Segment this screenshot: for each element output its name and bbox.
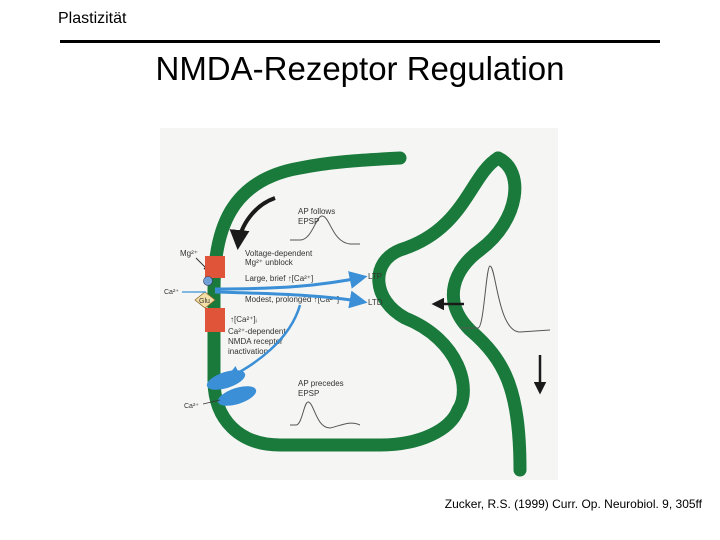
channel-oval-upper: [206, 370, 246, 390]
ap-follows-trace: [290, 215, 360, 245]
citation: Zucker, R.S. (1999) Curr. Op. Neurobiol.…: [444, 497, 702, 511]
nmda-receptor-top: [205, 256, 225, 278]
ca-dependent-label: Ca²⁺-dependent: [228, 327, 286, 336]
voltage-dependent-label: Voltage-dependent: [245, 249, 313, 258]
ltp-label: LTP: [368, 272, 382, 281]
glu-diamond: [194, 291, 216, 309]
modest-prolonged-label: Modest, prolonged ↑[Ca²⁺]: [245, 295, 339, 304]
mg-label: Mg²⁺: [180, 249, 198, 258]
epsp-top-label: EPSP: [298, 217, 319, 226]
nmda-regulation-diagram: AP follows EPSP Mg²⁺ Glu Ca²⁺ Voltage-de…: [160, 128, 558, 480]
ca-bottom-line: [202, 399, 221, 405]
title-rule: [60, 40, 660, 43]
inactivation-label: inactivation: [228, 347, 268, 356]
ap-precedes-label: AP precedes: [298, 379, 344, 388]
mg-unblock-label: Mg²⁺ unblock: [245, 258, 294, 267]
nmda-receptor-label: NMDA receptor: [228, 337, 283, 346]
large-brief-label: Large, brief ↑[Ca²⁺]: [245, 274, 313, 283]
epsp-bottom-label: EPSP: [298, 389, 319, 398]
action-potential-trace: [460, 265, 551, 333]
mg-ion: [203, 276, 213, 286]
ca-rise-label: ↑[Ca²⁺]ᵢ: [230, 315, 257, 324]
ap-precedes-trace: [290, 401, 361, 429]
ca-left-label: Ca²⁺: [164, 289, 179, 296]
backprop-arrow: [229, 196, 276, 250]
section-label: Plastizität: [58, 10, 127, 27]
glu-label: Glu: [199, 298, 210, 305]
ltd-arrow: [214, 290, 368, 309]
ap-follows-label: AP follows: [298, 207, 335, 216]
postsynaptic-membrane: [446, 151, 527, 477]
nmda-receptor-bottom: [205, 308, 225, 332]
presynaptic-membrane: [207, 151, 505, 452]
ca-bottom-label: Ca²⁺: [184, 403, 199, 410]
channel-oval-lower: [217, 386, 257, 406]
ltp-arrow: [214, 271, 368, 291]
ltd-label: LTD: [368, 298, 383, 307]
slide-title: NMDA-Rezeptor Regulation: [155, 50, 565, 87]
